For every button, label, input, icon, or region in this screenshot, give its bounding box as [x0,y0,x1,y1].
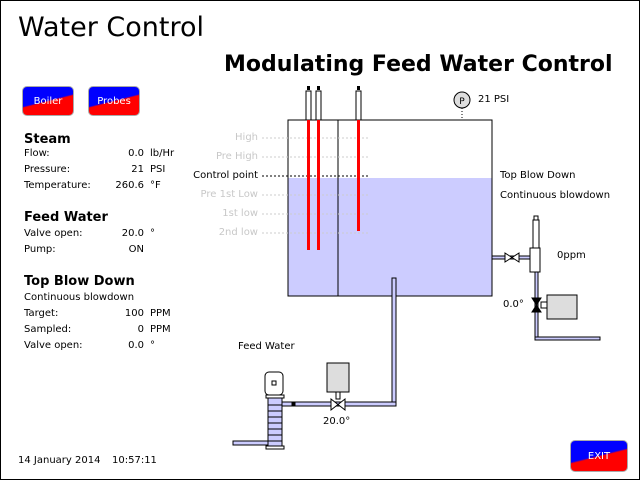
label: Valve open: [24,340,83,351]
unit: PPM [150,308,171,319]
top-blow-down-heading: Top Blow Down [24,274,135,289]
level-2nd-low: 2nd low [218,227,258,238]
unit: PPM [150,324,171,335]
boiler-button[interactable]: Boiler [22,86,74,116]
time: 10:57:11 [112,455,157,466]
unit: ° [150,340,155,351]
steam-flow-row: Flow: 0.0 lb/Hr [24,148,194,162]
label: Continuous blowdown [24,292,135,303]
feed-water-pipework [232,277,397,450]
level-1st-low: 1st low [222,208,258,219]
value: 0 [137,324,144,335]
label: Valve open: [24,228,83,239]
pressure-readout: 21 PSI [478,94,510,105]
value: 0.0 [128,148,144,159]
feed-valve-readout: 20.0° [323,416,351,427]
boiler-tank [287,119,493,297]
value: 260.6 [115,180,144,191]
value: 0.0 [128,340,144,351]
label: Flow: [24,148,50,159]
label: Pressure: [24,164,71,175]
unit: °F [150,180,161,191]
label: Target: [24,308,59,319]
tbd-mode: Continuous blowdown [500,190,611,201]
feed-water-label: Feed Water [238,341,295,352]
date: 14 January 2014 [18,455,101,466]
tbd-target-row: Target: 100 PPM [24,308,194,322]
level-pre-high: Pre High [215,151,258,162]
tbd-label: Top Blow Down [500,170,576,181]
label: Pump: [24,244,56,255]
tbd-sampled-row: Sampled: 0 PPM [24,324,194,338]
level-lines [262,137,368,234]
steam-temperature-row: Temperature: 260.6 °F [24,180,194,194]
value: 21 [131,164,144,175]
pressure-gauge-icon [453,91,471,109]
level-control-point: Control point [193,170,258,181]
pump-row: Pump: ON [24,244,194,258]
steam-heading: Steam [24,132,71,147]
gauge-symbol: P [459,97,465,107]
value: ON [128,244,144,255]
blowdown-valve-readout: 0.0° [503,299,524,310]
steam-pressure-row: Pressure: 21 PSI [24,164,194,178]
level-pre-1st-low: Pre 1st Low [200,189,258,200]
tds-readout: 0ppm [557,250,586,261]
unit: lb/Hr [150,148,175,159]
tbd-valve-row: Valve open: 0.0 ° [24,340,194,354]
level-high: High [235,132,258,143]
exit-button[interactable]: EXIT [570,440,628,472]
feed-water-heading: Feed Water [24,210,108,225]
probes-button[interactable]: Probes [88,86,140,116]
water [288,178,492,296]
unit: ° [150,228,155,239]
tbd-subtitle: Continuous blowdown [24,292,194,306]
label: Temperature: [24,180,91,191]
blowdown-pipework [491,215,601,341]
label: Sampled: [24,324,72,335]
unit: PSI [150,164,166,175]
page-title: Modulating Feed Water Control [224,52,613,77]
value: 100 [124,308,144,319]
app-title: Water Control [18,12,204,43]
value: 20.0 [121,228,144,239]
feed-valve-row: Valve open: 20.0 ° [24,228,194,242]
level-probes [305,86,362,250]
